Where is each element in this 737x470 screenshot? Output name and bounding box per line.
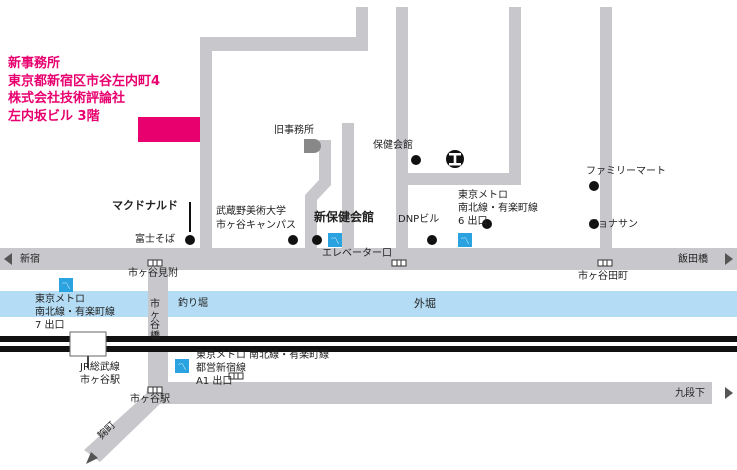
jr-line2: 市ヶ谷駅 — [80, 375, 120, 386]
new-hoken-dot — [312, 235, 322, 245]
old-office-label: 旧事務所 — [274, 125, 314, 136]
sotobori-label: 外堀 — [414, 297, 436, 310]
address-line-1: 新事務所 — [8, 56, 61, 71]
train-station-icon — [147, 259, 613, 394]
familymart-dot — [589, 181, 599, 191]
roads — [0, 7, 737, 462]
mcdonalds-label: マクドナルド — [112, 199, 178, 212]
metro-exit7-line3: 7 出口 — [35, 320, 65, 331]
metro-exit7-line1: 東京メトロ — [35, 294, 85, 305]
metro-exit6-line1: 東京メトロ — [458, 190, 508, 201]
ichigaya-tamachi-label: 市ヶ谷田町 — [578, 271, 628, 282]
jonathan-label: ジョナサン — [588, 219, 638, 230]
new-hoken-label: 新保健会館 — [314, 210, 375, 224]
familymart-label: ファミリーマート — [586, 166, 666, 177]
tsuribori-label: 釣り堀 — [178, 298, 208, 309]
old-office-marker — [304, 139, 321, 153]
elevator-label: エレベーター口 — [322, 248, 392, 259]
fujisoba-label: 富士そば — [135, 234, 175, 245]
svg-text:〽: 〽 — [460, 237, 469, 247]
sotobori-moat — [0, 291, 737, 317]
iidabashi-label: 飯田橋 — [678, 254, 708, 265]
metro-exit7-line2: 南北線・有楽町線 — [35, 307, 115, 318]
dnp-dot — [427, 235, 437, 245]
svg-text:〽: 〽 — [330, 237, 339, 247]
subway-symbol-icon — [446, 150, 464, 168]
jr-ichigaya-platform — [69, 331, 107, 357]
metro-a1-line3: A1 出口 — [196, 376, 233, 387]
metro-exit6-line3: 6 出口 — [458, 216, 488, 227]
tsuribori-pond — [170, 291, 260, 317]
svg-text:〽: 〽 — [177, 363, 186, 373]
svg-text:〽: 〽 — [61, 282, 70, 292]
musashino-line2: 市ヶ谷キャンパス — [216, 220, 296, 231]
office-address: 新事務所 東京都新宿区市谷左内町4 株式会社技術評論社 左内坂ビル 3階 — [8, 55, 160, 125]
jr-railway — [0, 336, 737, 352]
dnp-label: DNPビル — [398, 214, 440, 225]
metro-exit6-line2: 南北線・有楽町線 — [458, 203, 538, 214]
metro-exit6-dot — [482, 219, 492, 229]
new-office-marker — [138, 117, 200, 142]
jr-line1: JR総武線 — [80, 362, 120, 373]
hokenkaikan-label: 保健会館 — [373, 140, 413, 151]
musashino-line1: 武蔵野美術大学 — [216, 206, 286, 217]
metro-a1-line1: 東京メトロ 南北線・有楽町線 — [196, 350, 330, 361]
musashino-dot — [288, 235, 298, 245]
ichigaya-station-label: 市ヶ谷駅 — [130, 394, 170, 405]
jonathan-dot — [589, 219, 599, 229]
hokenkaikan-dot — [411, 155, 421, 165]
address-line-2: 東京都新宿区市谷左内町4 — [8, 73, 161, 89]
metro-a1-line2: 都営新宿線 — [196, 363, 246, 374]
ichigaya-mitsuke-label: 市ヶ谷見附 — [128, 268, 178, 279]
kudanshita-label: 九段下 — [675, 388, 705, 399]
address-line-4: 左内坂ビル 3階 — [8, 108, 100, 124]
ichigayabashi-label: 市ヶ谷橋 — [150, 299, 160, 342]
address-line-3: 株式会社技術評論社 — [8, 91, 126, 106]
direction-arrow-icon — [4, 253, 733, 464]
shinjuku-label: 新宿 — [20, 254, 40, 265]
fujisoba-dot — [185, 235, 195, 245]
metro-logo-icon: 〽 〽 〽 〽 — [59, 233, 472, 373]
